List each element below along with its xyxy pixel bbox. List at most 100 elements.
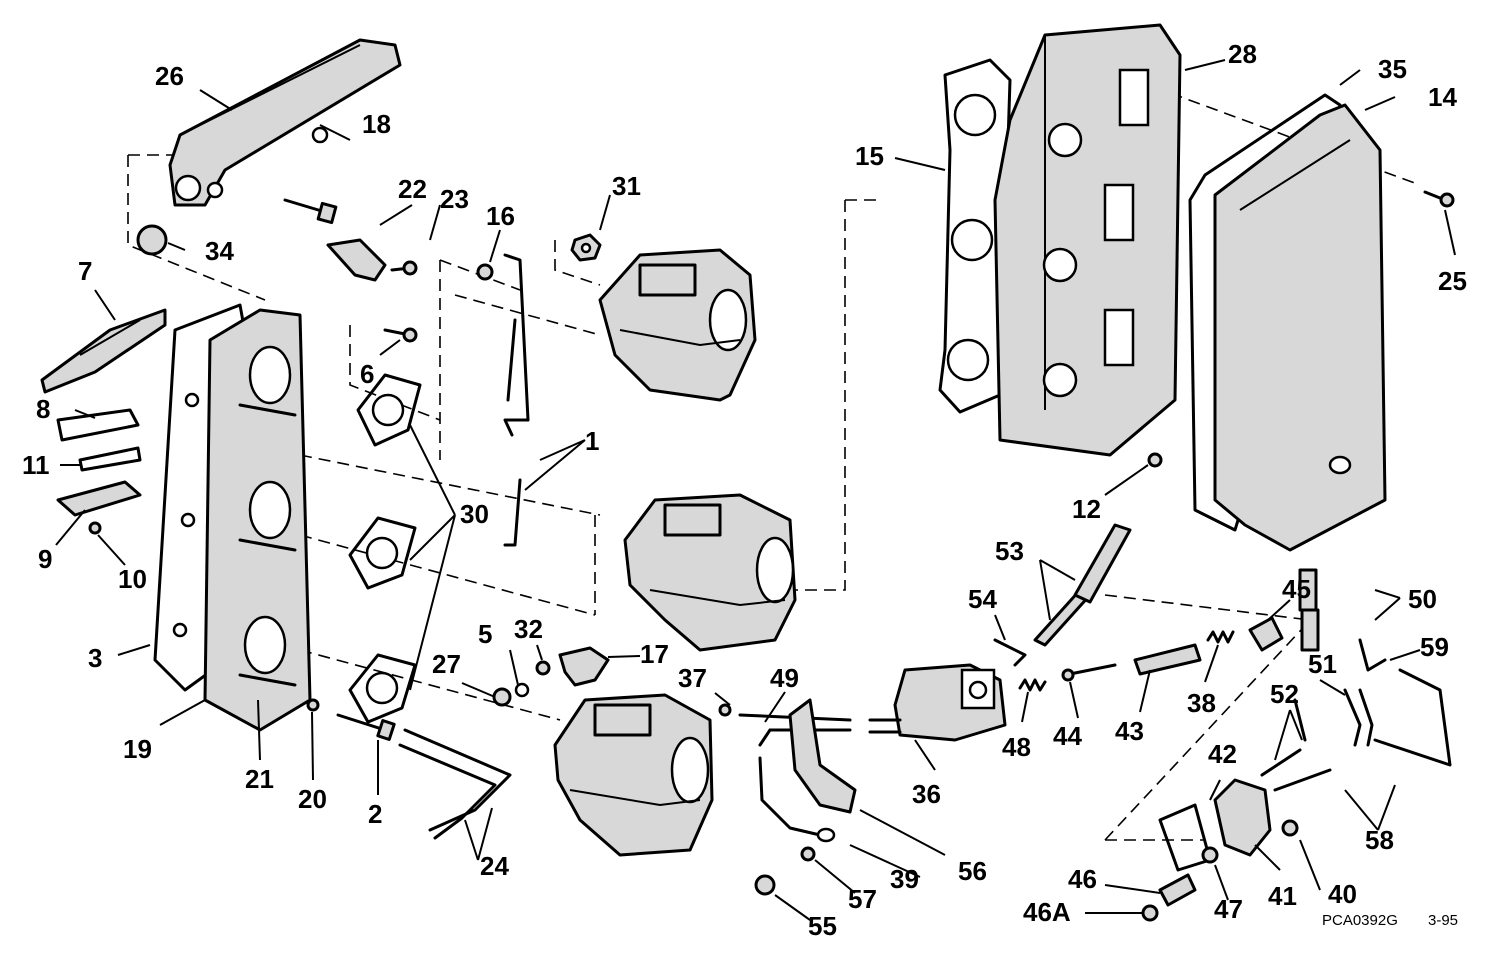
revision-date: 3-95: [1428, 912, 1458, 929]
callout-52: 52: [1270, 679, 1299, 709]
callout-58: 58: [1365, 825, 1394, 855]
part-34-plug: [136, 224, 168, 256]
part-27-screw: [492, 687, 512, 707]
callout-22: 22: [398, 174, 427, 204]
part-5-washer: [514, 682, 530, 698]
part-38-spring: [1206, 630, 1235, 644]
callout-41: 41: [1268, 881, 1297, 911]
carburetor-upper: [598, 248, 757, 402]
callout-5: 5: [478, 619, 492, 649]
part-14-cover: [1213, 103, 1387, 552]
leader-lines: [55, 59, 1456, 921]
callout-57: 57: [848, 884, 877, 914]
callout-27: 27: [432, 649, 461, 679]
callout-39: 39: [890, 864, 919, 894]
callout-8: 8: [36, 394, 50, 424]
callout-38: 38: [1187, 688, 1216, 718]
callout-20: 20: [298, 784, 327, 814]
part-54-clamp: [993, 638, 1027, 667]
part-40-screw: [1281, 819, 1299, 837]
callout-3: 3: [88, 643, 102, 673]
callout-43: 43: [1115, 716, 1144, 746]
callout-30: 30: [460, 499, 489, 529]
part-39-ground-wire: [758, 756, 836, 843]
part-59-tee: [1358, 638, 1387, 672]
part-20-stud: [306, 698, 320, 712]
part-6-screw: [383, 327, 418, 343]
callout-17: 17: [640, 639, 669, 669]
callout-47: 47: [1214, 894, 1243, 924]
part-22-clip: [326, 238, 387, 282]
part-30-gaskets: [348, 373, 422, 724]
callout-28: 28: [1228, 39, 1257, 69]
callout-59: 59: [1420, 632, 1449, 662]
callout-21: 21: [245, 764, 274, 794]
callout-46: 46: [1068, 864, 1097, 894]
part-24-hose: [398, 728, 512, 840]
part-10-screw: [88, 521, 102, 535]
callout-labels: 1 2 3 5 6 7 8 9 10 11 12 14 15 16 17 18 …: [22, 39, 1467, 941]
part-55-screw: [754, 874, 776, 896]
callout-23: 23: [440, 184, 469, 214]
part-50-hoses: [1298, 568, 1320, 652]
callout-24: 24: [480, 851, 509, 881]
callout-18: 18: [362, 109, 391, 139]
part-53-hose: [1033, 523, 1132, 647]
callout-10: 10: [118, 564, 147, 594]
callout-49: 49: [770, 663, 799, 693]
callout-25: 25: [1438, 266, 1467, 296]
part-41-fuel-pump: [1213, 778, 1272, 857]
callout-53: 53: [995, 536, 1024, 566]
callout-14: 14: [1428, 82, 1457, 112]
drawing-code: PCA0392G: [1322, 912, 1398, 929]
part-52-hoses: [1260, 698, 1307, 777]
part-7-reed-block: [40, 308, 167, 394]
callout-31: 31: [612, 171, 641, 201]
part-32-lockwasher: [535, 660, 551, 676]
part-23-screw: [390, 260, 418, 276]
part-17-link: [558, 646, 610, 687]
callout-44: 44: [1053, 721, 1082, 751]
part-12-screw: [1147, 452, 1163, 468]
part-58-hoses: [1273, 668, 1452, 792]
part-1-linkage-rods: [503, 253, 530, 547]
part-56-bracket: [788, 698, 857, 814]
callout-19: 19: [123, 734, 152, 764]
part-45-filter: [1248, 616, 1284, 652]
callout-40: 40: [1328, 879, 1357, 909]
callout-7: 7: [78, 256, 92, 286]
part-48-spring: [1018, 678, 1047, 692]
part-26-manifold-cover: [168, 38, 402, 207]
part-57-lockwasher: [800, 846, 816, 862]
callout-26: 26: [155, 61, 184, 91]
part-37-fitting: [718, 703, 732, 717]
callout-56: 56: [958, 856, 987, 886]
part-15-gasket: [938, 58, 1012, 414]
callout-50: 50: [1408, 584, 1437, 614]
callout-42: 42: [1208, 739, 1237, 769]
part-16-screw: [476, 263, 494, 281]
part-44-plunger: [1061, 663, 1117, 682]
part-31-nut: [570, 233, 602, 262]
callout-32: 32: [514, 614, 543, 644]
callout-12: 12: [1072, 494, 1101, 524]
callout-55: 55: [808, 911, 837, 941]
part-47-check-valve: [1201, 846, 1219, 864]
callout-46A: 46A: [1023, 897, 1071, 927]
part-42-diaphragm: [1158, 803, 1212, 872]
reed-plates: [56, 408, 142, 517]
callout-9: 9: [38, 544, 52, 574]
callout-54: 54: [968, 584, 997, 614]
carburetor-lower: [553, 693, 714, 857]
callout-16: 16: [486, 201, 515, 231]
part-51-hose: [1343, 688, 1374, 747]
callout-51: 51: [1308, 649, 1337, 679]
part-46A-cap: [1141, 904, 1159, 922]
part-25-screw: [1423, 190, 1455, 208]
callout-48: 48: [1002, 732, 1031, 762]
callout-11: 11: [22, 450, 50, 480]
callout-15: 15: [855, 141, 884, 171]
callout-35: 35: [1378, 54, 1407, 84]
part-18-screw: [283, 198, 338, 225]
